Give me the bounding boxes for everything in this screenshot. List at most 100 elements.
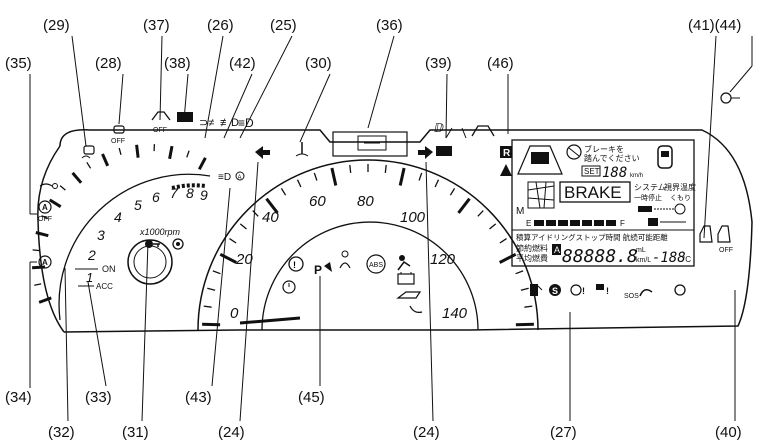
svg-text:R: R (503, 148, 511, 159)
callout-33: (33) (85, 389, 112, 406)
callout-32: (32) (48, 424, 75, 441)
right-edge-icons: OFF (699, 92, 740, 254)
callout-26: (26) (207, 17, 234, 34)
tach-minor-tick (34, 283, 42, 286)
set-label: SET (584, 167, 600, 176)
speed-minor-tick (207, 287, 216, 291)
speed-minor-tick (449, 188, 456, 196)
speed-minor-tick (524, 305, 533, 308)
tachometer-ticks (32, 144, 207, 304)
sos-call-icon: SOS (624, 289, 653, 300)
battery-warning-icon (397, 272, 415, 285)
speed-minor-tick (296, 179, 302, 188)
speed-label-60: 60 (309, 193, 326, 210)
speedometer-ticks (202, 164, 534, 327)
visibility-label-1: 視界温度 (664, 182, 696, 192)
fuel-saved-label: 節約燃料 (516, 243, 548, 253)
speed-major-tick (457, 197, 471, 214)
lane-car-graphic (517, 145, 563, 175)
tach-minor-tick (59, 185, 66, 191)
svg-text:⊃≠: ⊃≠ (199, 117, 214, 129)
set-speed-box: SET 188 km/h (581, 165, 643, 181)
speed-minor-tick (418, 172, 423, 181)
tach-unit: x1000rpm (139, 227, 181, 237)
speed-label-120: 120 (430, 251, 456, 268)
speedometer-needle (239, 316, 301, 325)
callout-46: (46) (487, 55, 514, 72)
speed-minor-tick (229, 238, 237, 244)
callout-35: (35) (5, 55, 32, 72)
svg-text:OFF: OFF (153, 127, 167, 134)
tach-minor-tick (118, 147, 122, 155)
svg-text:!: ! (606, 286, 609, 296)
speed-major-tick (219, 252, 237, 264)
rear-indicator-icon: R (500, 146, 512, 159)
fuel-e-label: E (526, 219, 531, 228)
callout-31: (31) (122, 424, 149, 441)
svg-text:≡D: ≡D (238, 116, 254, 130)
timer-icon (282, 280, 296, 294)
hazard-vehicle-icon: ! (596, 284, 609, 296)
steering-assist-icon (720, 92, 740, 104)
tach-label-6: 6 (152, 189, 160, 205)
hold-off-icon: OFF (717, 225, 733, 254)
front-fog-light-icon: ≢D (220, 117, 239, 129)
tach-major-tick (38, 296, 52, 304)
speed-minor-tick (203, 305, 212, 308)
tach-major-tick (101, 153, 110, 167)
tach-label-7: 7 (170, 185, 179, 201)
speed-major-tick (499, 252, 517, 264)
speed-label-100: 100 (400, 209, 426, 226)
svg-text:ABS: ABS (369, 262, 383, 269)
fuel-f-label: F (620, 219, 625, 228)
leader-lines (29, 35, 753, 422)
tach-minor-tick (32, 249, 40, 252)
svg-text:ⅅ: ⅅ (434, 121, 444, 135)
fuel-unit-ml: mL (636, 247, 646, 254)
callout-36: (36) (376, 17, 403, 34)
engine-check-icon (409, 305, 423, 313)
auto-highbeam-icon: ≡D A (218, 171, 245, 183)
callout-24-right: (24) (413, 424, 440, 441)
svg-text:OFF: OFF (38, 216, 52, 223)
svg-text:S: S (552, 286, 558, 296)
brake-prompt-icon (566, 144, 582, 160)
low-fuel-icon (530, 284, 543, 296)
callout-30: (30) (305, 55, 332, 72)
tach-major-tick (48, 198, 62, 208)
tach-label-9: 9 (200, 187, 208, 203)
master-warning-icon (500, 164, 512, 176)
speed-minor-tick (477, 210, 484, 217)
system-label-1: システム (634, 183, 666, 192)
auto-mode-icon: A (38, 255, 52, 269)
tach-label-1: 1 (86, 270, 93, 285)
callout-29: (29) (43, 17, 70, 34)
door-open-icon (657, 145, 673, 169)
coolant-temp-icon (295, 142, 309, 157)
ignition-on-label: ON (102, 264, 116, 274)
airbag-warning-icon (397, 255, 411, 271)
multi-info-display: ブレーキを 踏んでください SET 188 km/h M BRAKE システム … (511, 139, 696, 267)
svg-text:≡D: ≡D (218, 172, 231, 183)
rear-fog-light-icon: ⊃≠ (199, 117, 214, 129)
inner-warning-lights: ! P ABS (282, 250, 423, 313)
headlight-icon: ≡D (238, 116, 254, 130)
speed-label-0: 0 (230, 305, 239, 322)
speed-minor-tick (520, 287, 529, 291)
cluster-housing (37, 129, 753, 333)
speed-label-80: 80 (357, 193, 374, 210)
circle-warning-icon: ! (288, 256, 304, 272)
tach-label-2: 2 (87, 247, 96, 263)
svg-text:P: P (314, 263, 322, 277)
tachometer: 1 2 3 4 5 6 7 8 9 x1000rpm (32, 144, 211, 321)
ignition-switch-labels: ON ACC (75, 264, 116, 291)
tach-minor-tick (86, 161, 92, 169)
idle-stop-icon: S (549, 284, 561, 296)
map-grid-graphic (527, 181, 555, 209)
lane-keep-icon (445, 127, 467, 139)
callout-38: (38) (164, 55, 191, 72)
speed-minor-tick (489, 223, 497, 230)
speed-minor-tick (384, 164, 387, 173)
svg-text:!: ! (582, 286, 585, 296)
